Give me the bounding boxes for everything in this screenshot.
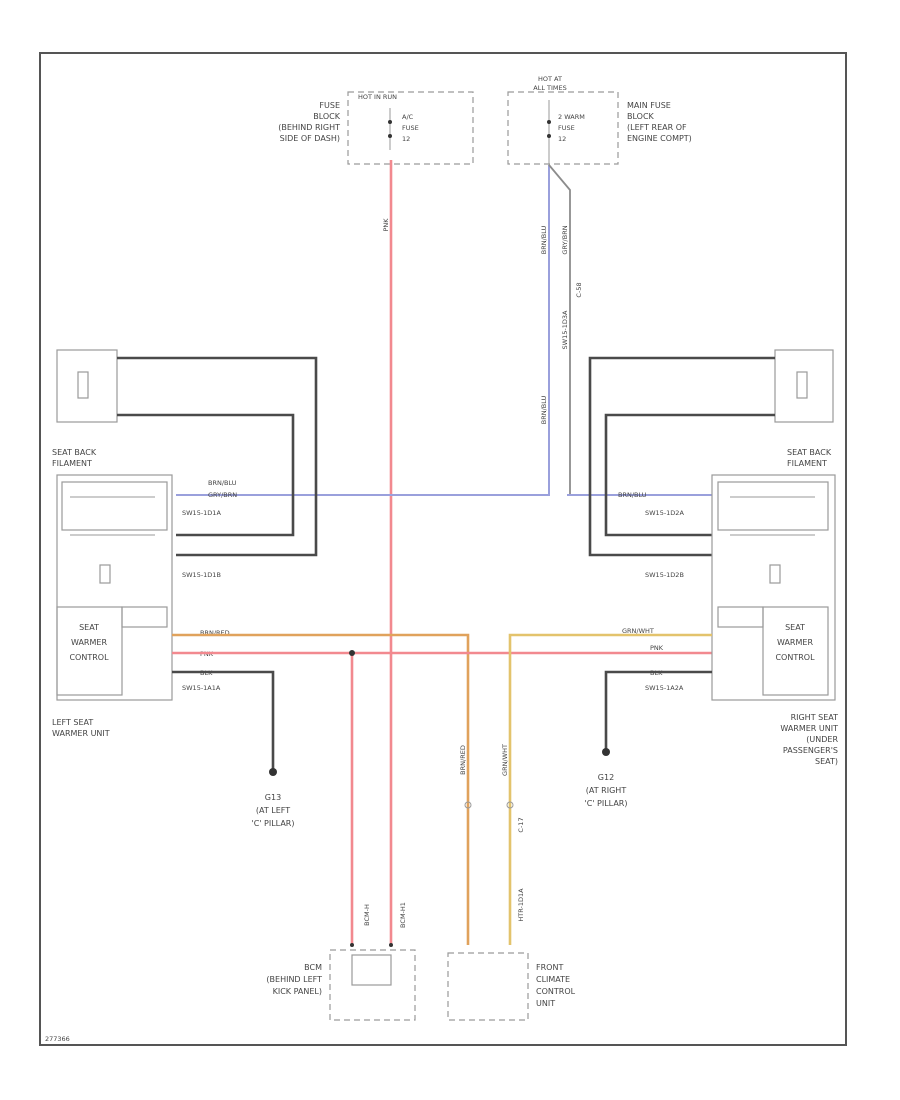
svg-text:FUSE: FUSE bbox=[402, 124, 419, 132]
svg-text:(BEHIND LEFT: (BEHIND LEFT bbox=[266, 975, 322, 984]
svg-text:SW15-1D1B: SW15-1D1B bbox=[182, 571, 221, 579]
svg-text:(BEHIND RIGHT: (BEHIND RIGHT bbox=[278, 123, 340, 132]
brn-blu-left-feed bbox=[176, 165, 550, 496]
svg-text:WARMER: WARMER bbox=[71, 638, 107, 647]
svg-text:BRN/BLU: BRN/BLU bbox=[540, 225, 548, 254]
right-seat-back-filament: SEAT BACK FILAMENT bbox=[774, 349, 834, 468]
svg-text:BCM-H1: BCM-H1 bbox=[399, 902, 407, 928]
svg-text:SW15-1A2A: SW15-1A2A bbox=[645, 684, 684, 692]
svg-text:FUSE: FUSE bbox=[319, 101, 340, 110]
svg-text:GRY/BRN: GRY/BRN bbox=[561, 225, 569, 254]
svg-text:A/C: A/C bbox=[402, 113, 414, 121]
svg-text:MAIN FUSE: MAIN FUSE bbox=[627, 101, 671, 110]
right-filament-wire-1 bbox=[588, 356, 775, 557]
svg-text:C-17: C-17 bbox=[517, 817, 525, 832]
svg-text:ALL TIMES: ALL TIMES bbox=[533, 84, 566, 92]
svg-text:CONTROL: CONTROL bbox=[775, 653, 815, 662]
svg-text:(AT LEFT: (AT LEFT bbox=[256, 806, 290, 815]
fuse-block: HOT IN RUN FUSE BLOCK (BEHIND RIGHT SIDE… bbox=[278, 91, 474, 165]
svg-text:(AT RIGHT: (AT RIGHT bbox=[586, 786, 627, 795]
svg-text:WARMER: WARMER bbox=[777, 638, 813, 647]
svg-text:12: 12 bbox=[558, 135, 566, 143]
svg-text:PASSENGER'S: PASSENGER'S bbox=[783, 746, 838, 755]
svg-text:'C' PILLAR): 'C' PILLAR) bbox=[585, 799, 628, 808]
svg-text:BLOCK: BLOCK bbox=[627, 112, 655, 121]
svg-text:SEAT: SEAT bbox=[785, 623, 805, 632]
svg-text:G12: G12 bbox=[598, 773, 614, 782]
svg-text:BRN/RED: BRN/RED bbox=[459, 745, 467, 775]
svg-text:SEAT: SEAT bbox=[79, 623, 99, 632]
front-climate-control-unit: FRONT CLIMATE CONTROL UNIT HTR-1D1A bbox=[447, 888, 576, 1021]
svg-text:'C' PILLAR): 'C' PILLAR) bbox=[252, 819, 295, 828]
svg-text:SEAT): SEAT) bbox=[815, 757, 838, 766]
svg-text:CLIMATE: CLIMATE bbox=[536, 975, 570, 984]
svg-text:SEAT BACK: SEAT BACK bbox=[787, 448, 832, 457]
svg-text:KICK PANEL): KICK PANEL) bbox=[273, 987, 322, 996]
fuse-block-hot-label: HOT IN RUN bbox=[358, 93, 397, 101]
bcm-module: BCM (BEHIND LEFT KICK PANEL) BCM-H BCM-H… bbox=[266, 902, 416, 1021]
svg-text:LEFT SEAT: LEFT SEAT bbox=[52, 718, 93, 727]
svg-text:BRN/BLU: BRN/BLU bbox=[208, 479, 237, 487]
svg-text:SIDE OF DASH): SIDE OF DASH) bbox=[280, 134, 340, 143]
svg-text:SW15-1D2A: SW15-1D2A bbox=[645, 509, 684, 517]
left-seat-warmer-unit: SEAT WARMER CONTROL LEFT SEAT WARMER UNI… bbox=[52, 474, 237, 738]
svg-text:CONTROL: CONTROL bbox=[536, 987, 576, 996]
svg-text:ENGINE COMPT): ENGINE COMPT) bbox=[627, 134, 692, 143]
svg-text:SEAT BACK: SEAT BACK bbox=[52, 448, 97, 457]
svg-text:GRN/WHT: GRN/WHT bbox=[501, 744, 509, 776]
svg-text:FILAMENT: FILAMENT bbox=[787, 459, 827, 468]
svg-text:(LEFT REAR OF: (LEFT REAR OF bbox=[627, 123, 687, 132]
svg-text:BRN/BLU: BRN/BLU bbox=[540, 395, 548, 424]
svg-text:BCM-H: BCM-H bbox=[363, 904, 371, 926]
svg-text:RIGHT SEAT: RIGHT SEAT bbox=[791, 713, 839, 722]
svg-text:PNK: PNK bbox=[382, 218, 390, 232]
svg-text:SW15-1D3A: SW15-1D3A bbox=[561, 310, 569, 349]
svg-text:BRN/BLU: BRN/BLU bbox=[618, 491, 647, 499]
svg-text:12: 12 bbox=[402, 135, 410, 143]
svg-text:HOT AT: HOT AT bbox=[538, 75, 562, 83]
svg-text:WARMER UNIT: WARMER UNIT bbox=[52, 729, 110, 738]
svg-text:CONTROL: CONTROL bbox=[69, 653, 109, 662]
svg-text:FILAMENT: FILAMENT bbox=[52, 459, 92, 468]
right-filament-wire-2 bbox=[604, 413, 775, 537]
right-blk-ground-wire bbox=[604, 670, 712, 750]
svg-text:GRY/BRN: GRY/BRN bbox=[208, 491, 237, 499]
svg-text:WARMER UNIT: WARMER UNIT bbox=[780, 724, 838, 733]
left-seat-back-filament: SEAT BACK FILAMENT bbox=[52, 349, 118, 468]
svg-text:BRN/RED: BRN/RED bbox=[200, 629, 230, 637]
svg-text:C-58: C-58 bbox=[575, 282, 583, 297]
svg-text:BCM: BCM bbox=[304, 963, 322, 972]
svg-text:G13: G13 bbox=[265, 793, 281, 802]
main-fuse-block: HOT AT ALL TIMES MAIN FUSE BLOCK (LEFT R… bbox=[507, 75, 692, 165]
svg-text:FUSE: FUSE bbox=[558, 124, 575, 132]
svg-text:UNIT: UNIT bbox=[536, 999, 555, 1008]
left-filament-wire-2 bbox=[117, 413, 295, 537]
svg-text:FRONT: FRONT bbox=[536, 963, 563, 972]
figure-code: 277366 bbox=[45, 1035, 70, 1043]
svg-text:SW15-1D1A: SW15-1D1A bbox=[182, 509, 221, 517]
left-brn-red-wire bbox=[172, 633, 470, 945]
svg-text:2 WARM: 2 WARM bbox=[558, 113, 585, 121]
left-blk-ground-wire bbox=[172, 670, 275, 770]
gry-brn-right-feed bbox=[548, 164, 712, 496]
svg-text:(UNDER: (UNDER bbox=[806, 735, 838, 744]
right-seat-warmer-unit: SEAT WARMER CONTROL RIGHT SEAT WARMER UN… bbox=[618, 474, 839, 766]
svg-text:BLOCK: BLOCK bbox=[313, 112, 341, 121]
right-grn-wht-wire bbox=[508, 633, 712, 945]
svg-text:HTR-1D1A: HTR-1D1A bbox=[517, 888, 525, 922]
diagram-frame bbox=[39, 52, 847, 1046]
left-filament-wire-1 bbox=[117, 356, 318, 557]
svg-text:GRN/WHT: GRN/WHT bbox=[622, 627, 654, 635]
svg-text:SW15-1A1A: SW15-1A1A bbox=[182, 684, 221, 692]
svg-text:SW15-1D2B: SW15-1D2B bbox=[645, 571, 684, 579]
svg-text:PNK: PNK bbox=[650, 644, 664, 652]
